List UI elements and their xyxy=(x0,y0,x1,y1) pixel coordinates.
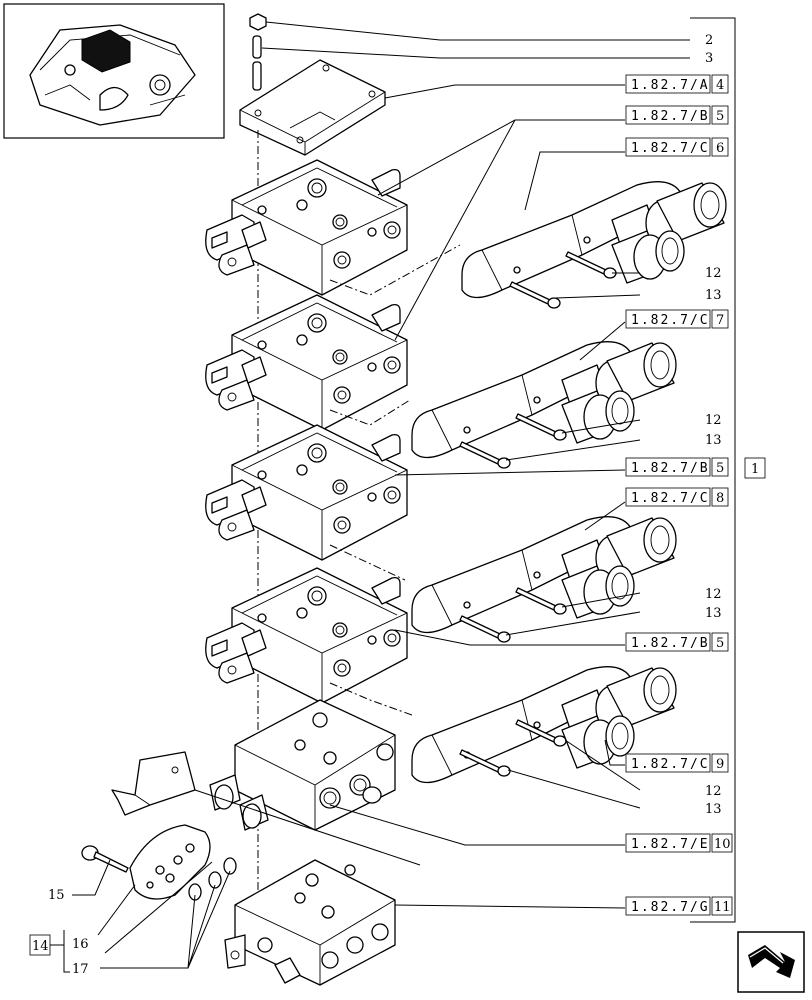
part-screw-15 xyxy=(81,845,129,873)
ref-callout-9: 1.82.7/C 9 xyxy=(625,753,729,773)
callout-12: 12 xyxy=(705,784,722,799)
ref-label: 1.82.7/B xyxy=(631,109,710,124)
ref-label: 1.82.7/A xyxy=(631,78,710,93)
callout-1: 1 xyxy=(744,457,766,479)
coupler-assembly-1 xyxy=(461,181,727,299)
ref-callout-11: 1.82.7/G 11 xyxy=(625,896,733,916)
ref-number: 5 xyxy=(716,461,724,476)
part-dowel-pins xyxy=(252,35,262,91)
bolt-12 xyxy=(565,251,617,279)
ref-callout-10: 1.82.7/E 10 xyxy=(625,833,733,853)
thumbnail-illustration xyxy=(29,24,196,126)
ref-number: 5 xyxy=(716,636,724,651)
ref-number: 8 xyxy=(716,491,724,506)
callout-14: 14 xyxy=(29,934,51,956)
ref-label: 1.82.7/C xyxy=(631,491,710,506)
bolt-12 xyxy=(515,587,567,615)
ref-label: 1.82.7/G xyxy=(631,900,710,915)
callout-13: 13 xyxy=(705,288,722,303)
callout-17: 17 xyxy=(72,962,89,977)
ref-callout-5-c: 1.82.7/B 5 xyxy=(625,632,729,652)
valve-section-g xyxy=(224,859,396,986)
callout-13: 13 xyxy=(705,606,722,621)
callout-1-label: 1 xyxy=(751,462,759,477)
callout-13: 13 xyxy=(705,802,722,817)
ref-label: 1.82.7/E xyxy=(631,837,710,852)
valve-section-1 xyxy=(205,159,408,296)
next-page-arrow-icon[interactable] xyxy=(737,931,805,993)
valve-section-4 xyxy=(205,567,408,704)
ref-label: 1.82.7/C xyxy=(631,757,710,772)
part-nut xyxy=(249,13,267,31)
ref-number: 5 xyxy=(716,109,724,124)
ref-number: 6 xyxy=(716,141,724,156)
ref-callout-7: 1.82.7/C 7 xyxy=(625,309,729,329)
ref-callout-5-b: 1.82.7/B 5 xyxy=(625,457,729,477)
coupler-assembly-3 xyxy=(411,516,677,634)
leader-lines xyxy=(50,21,690,973)
ref-label: 1.82.7/B xyxy=(631,461,710,476)
bolt-13 xyxy=(509,281,561,309)
ref-number: 10 xyxy=(714,837,731,852)
callout-15: 15 xyxy=(48,888,65,903)
ref-callout-8: 1.82.7/C 8 xyxy=(625,487,729,507)
ref-callout-4: 1.82.7/A 4 xyxy=(625,74,729,94)
callout-12: 12 xyxy=(705,413,722,428)
thumbnail-frame xyxy=(3,3,225,139)
callout-16: 16 xyxy=(72,937,89,952)
part-bracket-plate xyxy=(111,751,196,816)
ref-number: 11 xyxy=(714,900,731,915)
part-o-rings xyxy=(188,857,237,901)
ref-label: 1.82.7/C xyxy=(631,313,710,328)
ref-callout-6: 1.82.7/C 6 xyxy=(625,137,729,157)
ref-callout-5: 1.82.7/B 5 xyxy=(625,105,729,125)
part-cover-plate xyxy=(239,59,386,156)
bolt-13 xyxy=(459,441,511,469)
ref-number: 9 xyxy=(716,757,724,772)
ref-label: 1.82.7/B xyxy=(631,636,710,651)
ref-number: 7 xyxy=(716,313,724,328)
callout-2: 2 xyxy=(705,33,713,48)
bolt-12 xyxy=(515,413,567,441)
callout-12: 12 xyxy=(705,587,722,602)
callout-12: 12 xyxy=(705,266,722,281)
bolt-13 xyxy=(459,615,511,643)
valve-section-3 xyxy=(205,424,408,561)
callout-14-label: 14 xyxy=(32,939,49,954)
valve-section-e xyxy=(209,699,396,831)
ref-label: 1.82.7/C xyxy=(631,141,710,156)
callout-3: 3 xyxy=(705,51,713,66)
valve-section-2 xyxy=(205,294,408,431)
part-flange xyxy=(129,824,211,900)
callout-13: 13 xyxy=(705,433,722,448)
ref-number: 4 xyxy=(716,78,724,93)
